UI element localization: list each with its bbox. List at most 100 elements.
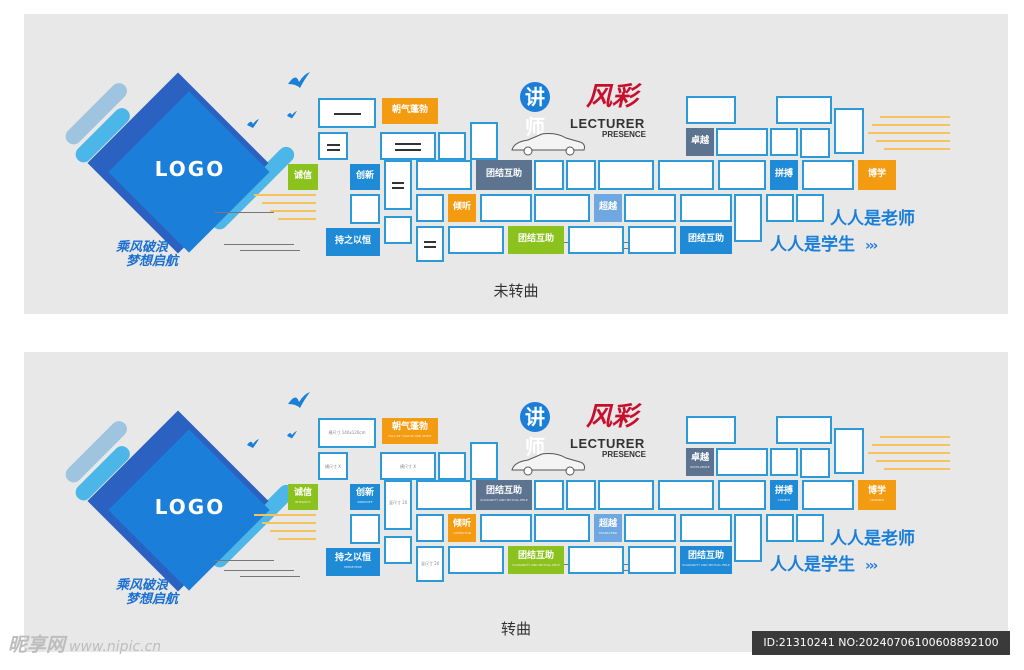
photo-frame [384, 216, 412, 244]
chevron-right-icon: ››› [865, 558, 878, 574]
tag-pinbo: 拼搏 [770, 160, 798, 190]
photo-frame [776, 96, 832, 124]
photo-frame [796, 514, 824, 542]
photo-frame [598, 160, 654, 190]
tag-zhaoqi: 朝气蓬勃 [382, 98, 438, 124]
bird-icon [247, 119, 259, 128]
photo-frame [534, 160, 564, 190]
photo-frame [380, 132, 436, 160]
tag-tuanjie-1: 团结互助 [476, 160, 532, 190]
photo-frame [718, 480, 766, 510]
photo-frame [438, 132, 466, 160]
culture-wall: LOGO 乘风破浪 梦想启航 讲师 风彩 [24, 14, 1008, 314]
photo-frame: 横尺寸 X [318, 452, 348, 480]
photo-frame: 横尺寸 140x120cm [318, 418, 376, 448]
photo-frame [470, 442, 498, 480]
photo-frame [534, 480, 564, 510]
title-en-presence: PRESENCE [602, 130, 647, 139]
photo-frame [480, 194, 532, 222]
photo-frame [716, 448, 768, 476]
photo-frame [568, 226, 624, 254]
photo-frame [800, 448, 830, 478]
bird-icon [287, 110, 297, 119]
tag-tuanjie-3: 团结互助 [680, 226, 732, 254]
bird-icon [247, 439, 259, 448]
photo-frame [716, 128, 768, 156]
photo-frame [624, 514, 676, 542]
slogan-line-2: 梦想启航 [126, 254, 179, 269]
photo-frame [802, 160, 854, 190]
photo-frame [776, 416, 832, 444]
photo-frame [718, 160, 766, 190]
watermark-id: ID:21310241 NO:20240706100608892100 [752, 631, 1010, 655]
photo-frame [318, 98, 376, 128]
culture-wall: LOGO 乘风破浪 梦想启航 讲师 风彩 LECTURER [24, 352, 1008, 652]
caption-converted: 转曲 [500, 620, 531, 638]
photo-frame [598, 480, 654, 510]
design-panel-converted: LOGO 乘风破浪 梦想启航 讲师 风彩 LECTURER [24, 352, 1008, 652]
photo-frame [566, 480, 596, 510]
chevron-right-icon: ››› [865, 238, 878, 254]
photo-frame [834, 108, 864, 154]
photo-frame [480, 514, 532, 542]
title-en-lecturer: LECTURER [570, 116, 645, 131]
tag-chengxin: 诚信 [288, 164, 318, 190]
title-en-lecturer: LECTURER [570, 436, 645, 451]
bird-icon [287, 430, 297, 439]
title-cn-part1: 讲师 [520, 402, 550, 459]
photo-frame [680, 194, 732, 222]
tag-tuanjie-2: 团结互助 [508, 226, 564, 254]
photo-frame: 横尺寸 X [380, 452, 436, 480]
caption-unconverted: 未转曲 [493, 282, 539, 300]
photo-frame [766, 194, 794, 222]
photo-frame [628, 226, 676, 254]
title-cn-brush: 风彩 [586, 82, 639, 112]
car-icon [511, 133, 585, 156]
tag-chizhi: 持之以恒 [326, 228, 380, 256]
photo-frame [416, 226, 444, 262]
motto-teacher: 人人是老师 [830, 529, 915, 549]
photo-frame [448, 546, 504, 574]
photo-frame: 竖尺寸 20X30cm [416, 546, 444, 582]
logo-text: LOGO [154, 157, 226, 181]
motto-student: 人人是学生››› [770, 235, 878, 255]
slogan-line-1: 乘风破浪 [116, 578, 169, 593]
photo-frame [448, 226, 504, 254]
title-cn-badge: 讲师 [520, 402, 552, 459]
motto-teacher: 人人是老师 [830, 209, 915, 229]
slogan-line-2: 梦想启航 [126, 592, 179, 607]
tag-zhuoyue: 卓越 [686, 128, 714, 156]
photo-frame [318, 132, 348, 160]
photo-frame [686, 416, 736, 444]
design-panel-unconverted: LOGO 乘风破浪 梦想启航 讲师 风彩 [24, 14, 1008, 314]
tag-boxue: 博学 [858, 160, 896, 190]
car-icon [511, 453, 585, 476]
photo-frame [566, 160, 596, 190]
photo-frame [416, 160, 472, 190]
photo-frame [384, 160, 412, 210]
photo-frame [658, 160, 714, 190]
photo-frame [796, 194, 824, 222]
title-cn-badge: 讲师 [520, 82, 552, 139]
photo-frame [628, 546, 676, 574]
photo-frame [568, 546, 624, 574]
photo-frame [734, 514, 762, 562]
photo-frame [770, 128, 798, 156]
photo-frame [800, 128, 830, 158]
photo-frame [416, 480, 472, 510]
photo-frame [416, 514, 444, 542]
photo-frame [624, 194, 676, 222]
photo-frame [416, 194, 444, 222]
bird-icon [288, 72, 310, 88]
tag-chuangxin: 创新 [350, 164, 380, 190]
